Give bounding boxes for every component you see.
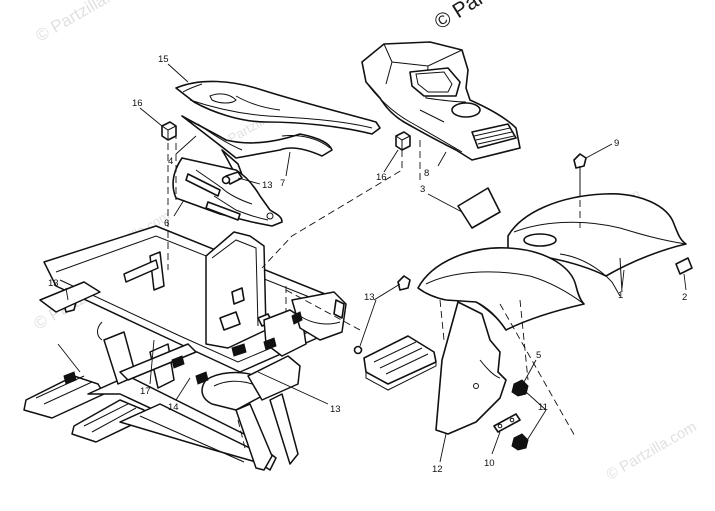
watermark-bottom-right: © Partzilla.com <box>604 418 700 483</box>
callout-14: 14 <box>168 402 179 413</box>
callout-6: 6 <box>164 218 169 229</box>
bracket-part-10 <box>493 413 521 433</box>
callout-13-upper: 13 <box>262 180 273 191</box>
watermark-top-right: © Partz <box>430 0 502 34</box>
screw-part-9 <box>573 153 587 200</box>
side-panel-part-6 <box>172 157 283 227</box>
callout-3: 3 <box>420 184 425 195</box>
callout-16-left: 16 <box>132 98 143 109</box>
assembly-lines <box>167 132 581 453</box>
reflector-part-2 <box>675 257 693 275</box>
watermark-top-left: © Partzilla.com <box>33 0 142 45</box>
callout-15: 15 <box>158 54 169 65</box>
screw-part-13-upper <box>221 171 243 185</box>
leader-lines <box>57 63 687 463</box>
callout-1: 1 <box>618 290 623 301</box>
screw-part-13-fender <box>397 275 411 291</box>
rear-fender-part-1 <box>507 193 687 297</box>
callout-13-left: 13 <box>48 278 59 289</box>
front-fender-part-12 <box>417 247 585 435</box>
nut-part-11 <box>511 433 529 451</box>
chassis-frame <box>23 225 347 471</box>
callout-4-upper: 4 <box>168 156 173 167</box>
callout-13-fender: 13 <box>364 292 375 303</box>
callout-17: 17 <box>140 386 151 397</box>
callout-16-right: 16 <box>376 172 387 183</box>
callout-5: 5 <box>536 350 541 361</box>
bushing-part-16-right <box>395 131 411 151</box>
screw-part-13-footrest <box>353 345 363 355</box>
callout-11: 11 <box>538 402 548 413</box>
callout-9: 9 <box>614 138 619 149</box>
callout-12: 12 <box>432 464 443 475</box>
decal-part-3 <box>457 187 501 229</box>
rear-panel-part-15 <box>175 80 381 135</box>
callout-10: 10 <box>484 458 495 469</box>
callout-7: 7 <box>280 178 285 189</box>
nut-part-5 <box>511 379 529 397</box>
callout-labels: 15 16 4 13 6 7 16 8 3 9 1 2 13 13 17 14 … <box>48 54 687 475</box>
footrest-part-4 <box>363 335 437 391</box>
callout-8: 8 <box>424 168 429 179</box>
front-hood-part-8 <box>361 41 521 161</box>
callout-2: 2 <box>682 292 687 303</box>
bushing-part-16-left <box>161 121 177 141</box>
callout-13-lower: 13 <box>330 404 341 415</box>
